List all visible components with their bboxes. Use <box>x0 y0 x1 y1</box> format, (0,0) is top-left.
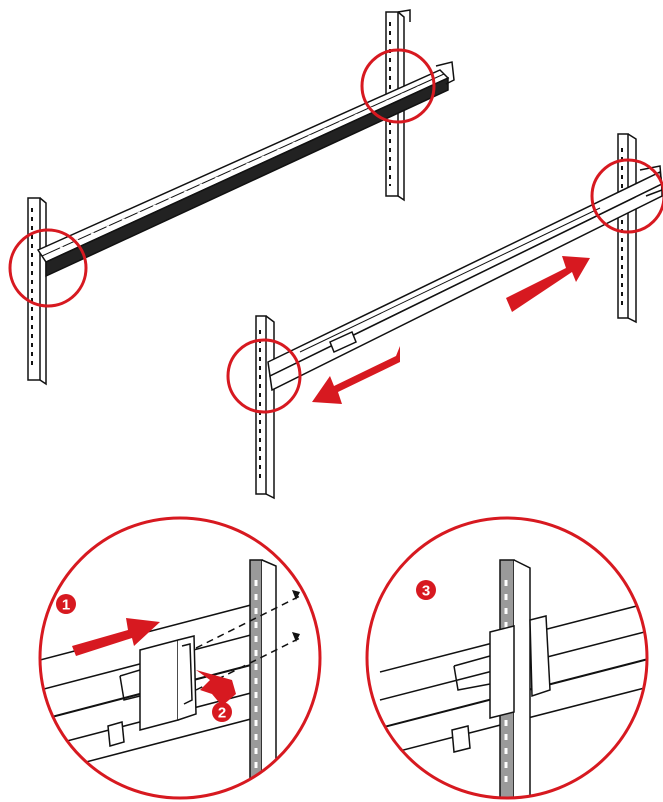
extend-arrow-right-icon <box>506 256 590 312</box>
extend-arrow-left-icon <box>312 346 400 404</box>
rail-bracket-locked <box>451 615 551 753</box>
highlight-circles <box>8 48 663 414</box>
rail-right <box>267 165 663 392</box>
step-badge-3: 3 <box>416 580 436 600</box>
release-arrow-icon <box>196 670 236 706</box>
svg-text:1: 1 <box>62 597 70 614</box>
step-badge-1: 1 <box>56 594 76 614</box>
highlight-circle-rear-left <box>360 48 436 124</box>
rail-left <box>36 61 455 278</box>
rail-bracket <box>107 635 197 747</box>
push-arrow-icon <box>72 618 160 656</box>
detail-circle-left <box>38 516 322 800</box>
step-badge-2: 2 <box>212 702 232 722</box>
rack-post-detail <box>249 559 277 798</box>
detail-circle-right <box>365 516 649 800</box>
highlight-circle-front-left <box>8 228 88 308</box>
svg-text:2: 2 <box>218 705 226 722</box>
right-rail-assembly <box>255 133 663 500</box>
rack-post-front-left <box>27 197 47 386</box>
highlight-circle-rear-right <box>590 158 663 234</box>
left-rail-assembly <box>27 9 455 386</box>
highlight-circle-front-right <box>226 338 302 414</box>
rack-post-front-right <box>255 315 275 500</box>
svg-text:3: 3 <box>422 583 430 600</box>
